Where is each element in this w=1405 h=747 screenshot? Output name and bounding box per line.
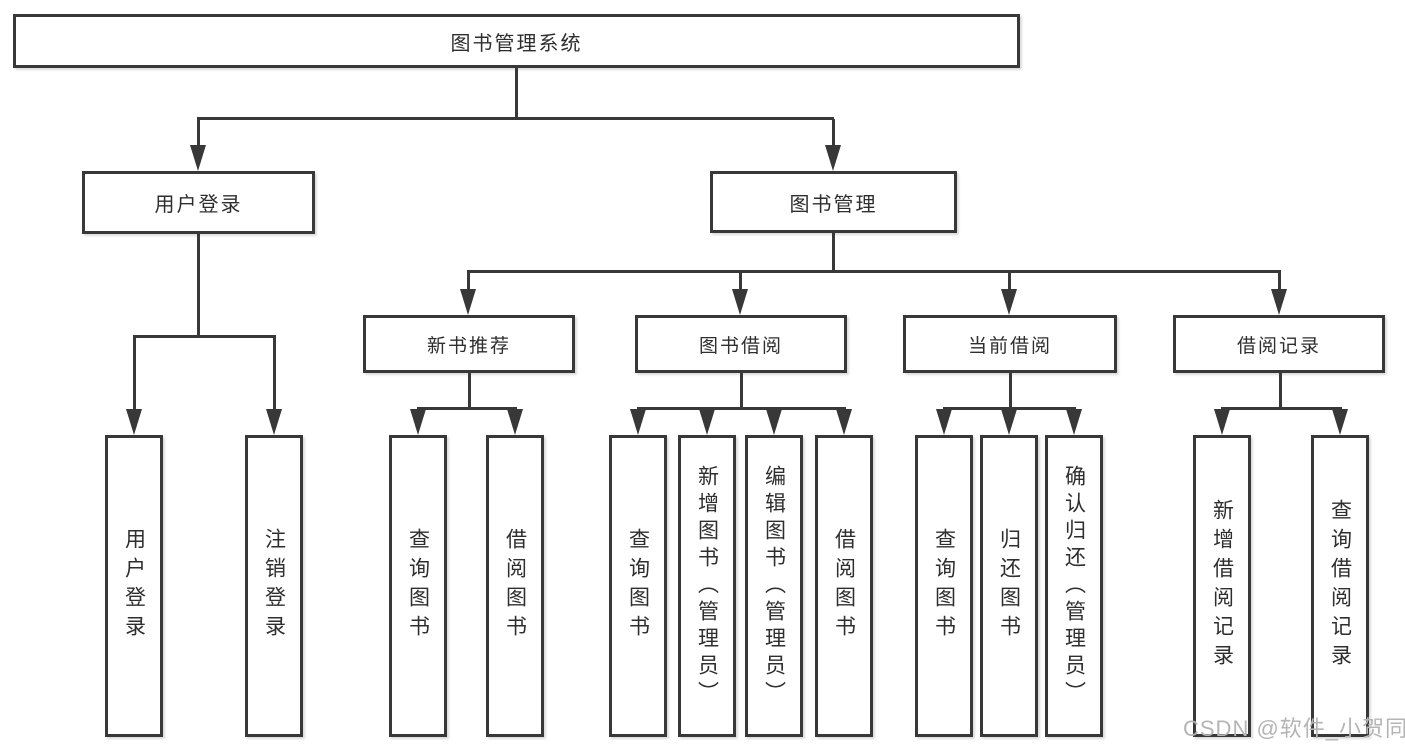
connector-vertical xyxy=(468,373,471,407)
arrow-stem xyxy=(1278,272,1281,290)
arrow-down-icon xyxy=(836,409,852,435)
connector-horizontal xyxy=(637,407,846,410)
connector-horizontal xyxy=(417,407,517,410)
arrow-down-icon xyxy=(190,145,206,171)
arrow-down-icon xyxy=(825,145,841,171)
csdn-watermark: CSDN @软件_小贺同学 xyxy=(1183,716,1405,741)
arrow-down-icon xyxy=(1066,409,1082,435)
node-leaf-records-add-record: 新增借阅记录 xyxy=(1193,435,1251,737)
node-leaf-recommend-query-books: 查询图书 xyxy=(389,435,447,737)
node-user-login: 用户登录 xyxy=(82,171,315,234)
arrow-stem xyxy=(832,119,835,146)
connector-horizontal xyxy=(1221,407,1342,410)
arrow-down-icon xyxy=(1001,289,1017,315)
connector-horizontal xyxy=(197,117,834,120)
node-current-borrow: 当前借阅 xyxy=(903,315,1117,373)
node-leaf-current-return-books: 归还图书 xyxy=(980,435,1038,737)
arrow-down-icon xyxy=(126,409,142,435)
node-leaf-recommend-borrow-books: 借阅图书 xyxy=(486,435,544,737)
arrow-stem xyxy=(467,272,470,290)
arrow-stem xyxy=(1008,272,1011,290)
arrow-down-icon xyxy=(507,409,523,435)
arrow-down-icon xyxy=(630,409,646,435)
node-borrow-records: 借阅记录 xyxy=(1173,315,1385,373)
node-new-book-recommend: 新书推荐 xyxy=(363,315,575,373)
arrow-down-icon xyxy=(266,409,282,435)
arrow-down-icon xyxy=(732,289,748,315)
node-book-borrow: 图书借阅 xyxy=(635,315,847,373)
arrow-down-icon xyxy=(1332,409,1348,435)
node-leaf-current-query-books: 查询图书 xyxy=(915,435,973,737)
arrow-down-icon xyxy=(410,409,426,435)
connector-vertical xyxy=(1279,373,1282,407)
connector-vertical xyxy=(832,233,835,270)
arrow-stem xyxy=(739,272,742,290)
connector-horizontal xyxy=(467,270,1281,273)
arrow-stem xyxy=(197,119,200,146)
connector-vertical xyxy=(740,373,743,407)
connector-vertical xyxy=(197,234,200,335)
node-leaf-current-confirm-return-admin: 确认归还（管理员） xyxy=(1045,435,1103,737)
node-leaf-user-login: 用户登录 xyxy=(105,435,163,737)
node-leaf-borrow-add-books-admin: 新增图书（管理员） xyxy=(678,435,736,737)
arrow-stem xyxy=(273,337,276,410)
arrow-down-icon xyxy=(460,289,476,315)
arrow-down-icon xyxy=(766,409,782,435)
arrow-down-icon xyxy=(1001,409,1017,435)
node-leaf-borrow-edit-books-admin: 编辑图书（管理员） xyxy=(745,435,803,737)
node-leaf-borrow-borrow-books: 借阅图书 xyxy=(815,435,873,737)
connector-horizontal xyxy=(943,407,1076,410)
connector-vertical xyxy=(515,68,518,117)
connector-horizontal xyxy=(133,335,276,338)
node-book-management: 图书管理 xyxy=(710,171,957,233)
arrow-down-icon xyxy=(1271,289,1287,315)
arrow-stem xyxy=(133,337,136,410)
arrow-down-icon xyxy=(936,409,952,435)
node-leaf-records-query-record: 查询借阅记录 xyxy=(1311,435,1369,737)
node-root: 图书管理系统 xyxy=(13,14,1020,68)
node-leaf-borrow-query-books: 查询图书 xyxy=(609,435,667,737)
connector-vertical xyxy=(1009,373,1012,407)
arrow-down-icon xyxy=(1214,409,1230,435)
arrow-down-icon xyxy=(699,409,715,435)
node-leaf-logout: 注销登录 xyxy=(245,435,303,737)
